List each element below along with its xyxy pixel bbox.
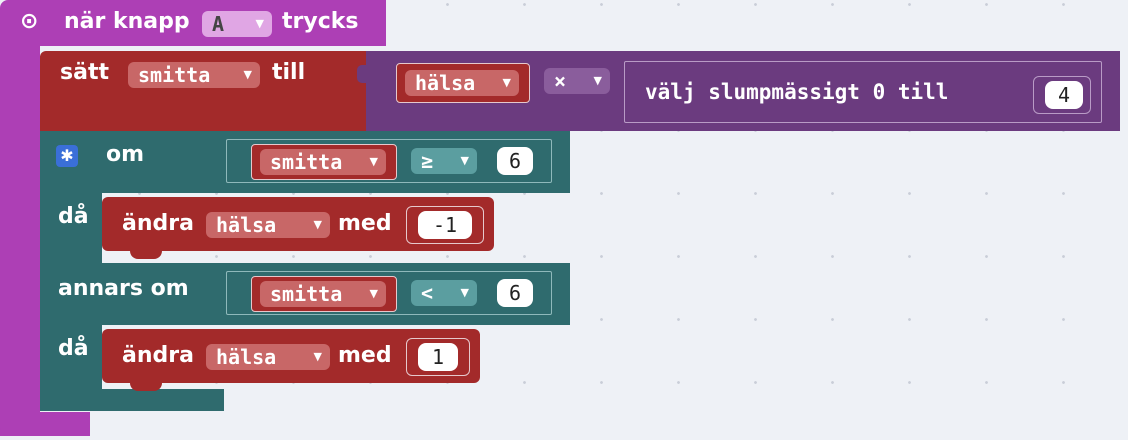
radio-circle-icon: ⊙: [20, 9, 39, 34]
triangle-down-icon: ▼: [460, 154, 469, 167]
compare2-operator-value: <: [421, 281, 434, 305]
change1-label: ändra: [122, 211, 194, 236]
triangle-down-icon: ▼: [369, 155, 378, 168]
variable-reporter-halsa[interactable]: hälsa ▼: [396, 63, 530, 103]
set-variable-value: smitta: [138, 63, 211, 87]
compare1-operator-dropdown[interactable]: ≥ ▼: [411, 148, 477, 174]
gear-icon[interactable]: ✱: [56, 145, 78, 167]
then-label-1: då: [58, 204, 89, 229]
if-spine-1: [40, 191, 102, 265]
to-label: till: [272, 60, 306, 85]
compare2-value-input[interactable]: 6: [497, 279, 533, 307]
random-max-input[interactable]: 4: [1045, 81, 1083, 109]
compare1-variable-dropdown[interactable]: smitta ▼: [260, 149, 386, 175]
compare2-variable-dropdown[interactable]: smitta ▼: [260, 281, 386, 307]
compare2-operator-dropdown[interactable]: < ▼: [411, 280, 477, 306]
set-variable-dropdown[interactable]: smitta ▼: [128, 62, 260, 88]
event-suffix-label: trycks: [282, 9, 359, 34]
elseif-label: annars om: [58, 276, 189, 301]
then-label-2: då: [58, 336, 89, 361]
compare-block-2[interactable]: smitta ▼ < ▼ 6: [226, 271, 552, 315]
event-prefix-label: när knapp: [64, 9, 190, 34]
compare2-variable-value: smitta: [270, 282, 343, 306]
triangle-down-icon: ▼: [255, 17, 264, 30]
button-dropdown-value: A: [212, 12, 225, 36]
compare1-variable-reporter[interactable]: smitta ▼: [251, 144, 397, 180]
set-label: sätt: [60, 60, 109, 85]
compare-block-1[interactable]: smitta ▼ ≥ ▼ 6: [226, 139, 552, 183]
if-elseif-block[interactable]: ✱ om då annars om då smitta ▼ ≥ ▼ 6 ändr…: [40, 131, 570, 411]
set-variable-block[interactable]: sätt smitta ▼ till: [40, 51, 368, 139]
event-block-button-pressed[interactable]: ⊙ när knapp A ▼ trycks: [0, 0, 386, 436]
triangle-down-icon: ▼: [460, 286, 469, 299]
math-operator-dropdown[interactable]: × ▼: [544, 68, 610, 94]
compare2-variable-reporter[interactable]: smitta ▼: [251, 276, 397, 312]
random-number-block[interactable]: välj slumpmässigt 0 till 4: [624, 61, 1102, 123]
change-block-1[interactable]: ändra hälsa ▼ med -1: [102, 197, 494, 259]
change1-notch: [130, 249, 162, 259]
triangle-down-icon: ▼: [243, 68, 252, 81]
change2-variable-dropdown[interactable]: hälsa ▼: [206, 344, 330, 370]
triangle-down-icon: ▼: [313, 218, 322, 231]
if-label: om: [106, 142, 145, 167]
change2-with-label: med: [338, 343, 392, 368]
change2-label: ändra: [122, 343, 194, 368]
compare1-value-input[interactable]: 6: [497, 147, 533, 175]
math-block-connector: [357, 65, 366, 83]
event-block-footer: [0, 412, 90, 436]
compare1-operator-value: ≥: [421, 149, 434, 173]
change1-variable-value: hälsa: [216, 213, 277, 237]
event-block-header: [0, 0, 386, 46]
triangle-down-icon: ▼: [369, 287, 378, 300]
triangle-down-icon: ▼: [313, 350, 322, 363]
math-operator-value: ×: [554, 69, 567, 93]
compare1-variable-value: smitta: [270, 150, 343, 174]
change-block-2[interactable]: ändra hälsa ▼ med 1: [102, 329, 480, 391]
math-variable-value: hälsa: [415, 71, 476, 95]
triangle-down-icon: ▼: [502, 76, 511, 89]
if-footer: [40, 389, 224, 411]
math-variable-dropdown[interactable]: hälsa ▼: [405, 70, 519, 96]
change1-with-label: med: [338, 211, 392, 236]
math-arithmetic-block[interactable]: hälsa ▼ × ▼ välj slumpmässigt 0 till 4: [357, 51, 1120, 131]
button-dropdown[interactable]: A ▼: [202, 11, 272, 37]
change2-value-input[interactable]: 1: [418, 343, 458, 371]
change2-variable-value: hälsa: [216, 345, 277, 369]
random-label: välj slumpmässigt 0 till: [645, 80, 949, 104]
change1-value-input[interactable]: -1: [418, 211, 472, 239]
event-block-spine: [0, 40, 40, 436]
change1-variable-dropdown[interactable]: hälsa ▼: [206, 212, 330, 238]
change2-notch: [130, 381, 162, 391]
triangle-down-icon: ▼: [593, 74, 602, 87]
